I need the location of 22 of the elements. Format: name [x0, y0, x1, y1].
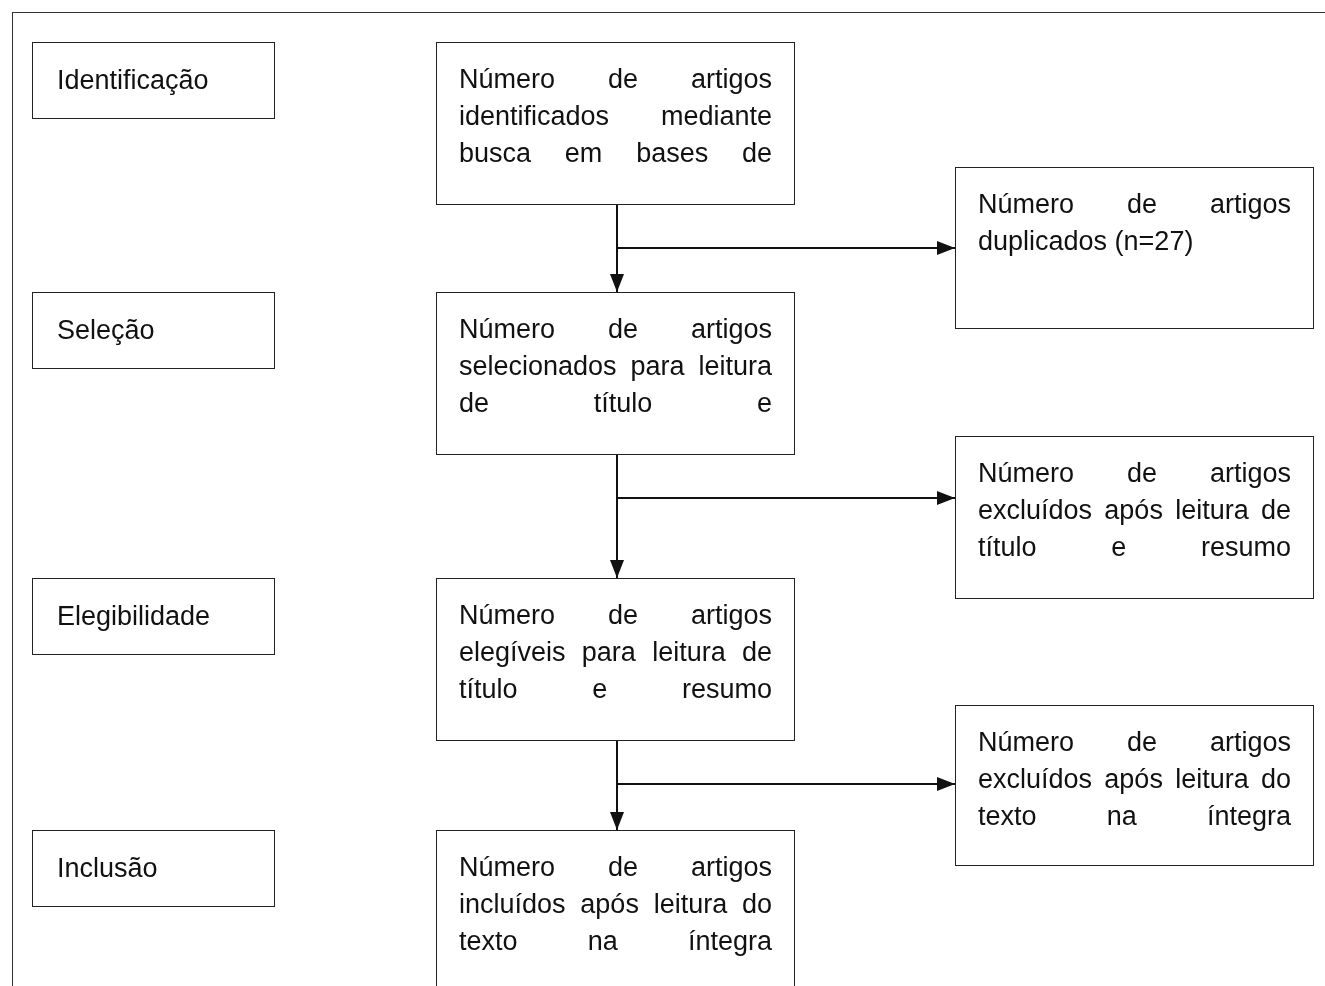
box-text: Identificação	[57, 64, 209, 97]
process-box	[436, 292, 795, 455]
stage-label-box	[32, 830, 275, 907]
box-text: Número de artigos incluídos após leitura do texto na íntegra	[459, 851, 772, 958]
stage-label-box	[32, 578, 275, 655]
box-text: Número de artigos duplicados (n=27)	[978, 188, 1291, 258]
box-text: Inclusão	[57, 852, 158, 885]
box-text: Seleção	[57, 314, 155, 347]
stage-label-box	[32, 42, 275, 119]
process-box	[955, 436, 1314, 599]
process-box	[436, 42, 795, 205]
box-text: Elegibilidade	[57, 600, 211, 633]
box-text: Número de artigos excluídos após leitura do texto na íntegra	[978, 726, 1291, 833]
box-text: Número de artigos elegíveis para leitura de título e resumo	[459, 599, 772, 706]
box-text: Número de artigos identificados mediante busca em bases de	[459, 63, 772, 170]
box-text: Número de artigos excluídos após leitura de título e resumo	[978, 457, 1291, 564]
process-box	[436, 830, 795, 986]
process-box	[436, 578, 795, 741]
box-text: Número de artigos selecionados para leitura de título e	[459, 313, 772, 420]
process-box	[955, 167, 1314, 329]
stage-label-box	[32, 292, 275, 369]
process-box	[955, 705, 1314, 866]
